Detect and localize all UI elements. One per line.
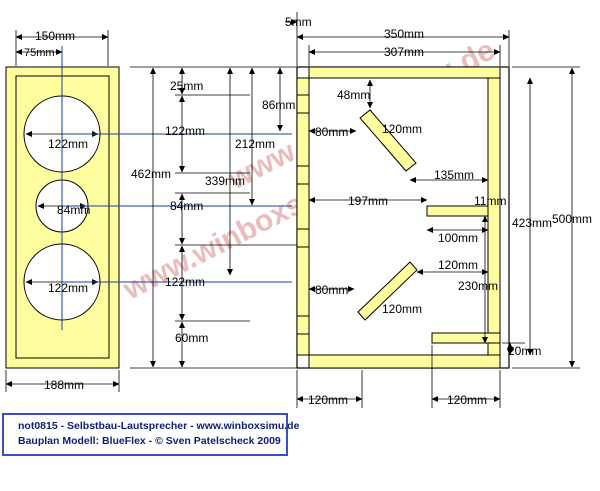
label-baffle-offset: 48mm [337, 88, 370, 102]
footer-line-1: not0815 - Selbstbau-Lautsprecher - www.w… [18, 420, 300, 432]
upper-diagonal-baffle [359, 109, 417, 172]
label-lower-baffle: 120mm [382, 302, 422, 316]
dimension-labels: 150mm 75mm 188mm 122mm 84mm 122mm 25mm 1… [24, 15, 592, 407]
side-dim-lines [285, 12, 580, 408]
label-top-margin: 25mm [170, 79, 203, 93]
label-total-height: 462mm [131, 167, 171, 181]
side-front-panel [296, 77, 310, 356]
front-view [5, 30, 120, 392]
label-upper-left-gap: 80mm [315, 125, 348, 139]
label-inner-width: 307mm [384, 45, 424, 59]
label-lower-right: 230mm [458, 279, 498, 293]
label-lower-shelf-right: 120mm [438, 258, 478, 272]
label-driver3-height: 122mm [165, 275, 205, 289]
vertical-dims [150, 67, 283, 368]
side-top-panel [308, 66, 501, 79]
label-foot: 20mm [508, 344, 541, 358]
label-inner-height: 423mm [512, 216, 552, 230]
label-outer-height: 500mm [552, 212, 592, 226]
label-lower-left-gap: 80mm [315, 283, 348, 297]
footer-credit-box: not0815 - Selbstbau-Lautsprecher - www.w… [2, 413, 300, 456]
label-shelf-gap: 11mm [474, 194, 506, 208]
label-driver-upper: 122mm [48, 137, 88, 151]
front-slot-1 [296, 94, 310, 114]
side-rear-panel [487, 77, 501, 356]
label-driver-lower: 122mm [48, 281, 88, 295]
label-shelf-offset: 197mm [348, 194, 388, 208]
label-shelf-length: 100mm [438, 231, 478, 245]
label-bottom-right: 120mm [447, 393, 487, 407]
label-outer-width: 350mm [384, 27, 424, 41]
label-driver1-height: 122mm [165, 124, 205, 138]
label-bottom-margin: 60mm [175, 331, 208, 345]
label-offset-75: 75mm [24, 47, 55, 59]
side-view [296, 66, 510, 369]
footer-line-2: Bauplan Modell: BlueFlex - © Sven Patels… [18, 435, 281, 447]
front-slot-2 [296, 165, 310, 185]
label-to-driver3: 339mm [205, 174, 245, 188]
label-wall-thickness: 5mm [285, 15, 312, 29]
side-outer-wall [296, 66, 510, 369]
middle-shelf [426, 205, 489, 217]
front-slot-3 [296, 228, 310, 248]
label-to-driver1: 86mm [262, 98, 295, 112]
label-upper-baffle: 120mm [382, 122, 422, 136]
label-driver-middle: 84mm [57, 203, 90, 217]
label-width-188: 188mm [44, 378, 84, 392]
label-width-150: 150mm [35, 29, 75, 43]
label-bottom-left: 120mm [308, 393, 348, 407]
label-driver2-height: 84mm [170, 199, 203, 213]
front-slot-4 [296, 315, 310, 335]
label-upper-baffle-right: 135mm [434, 168, 474, 182]
label-to-driver2: 212mm [235, 137, 275, 151]
bottom-shelf [431, 332, 501, 344]
side-bottom-panel [308, 354, 501, 369]
